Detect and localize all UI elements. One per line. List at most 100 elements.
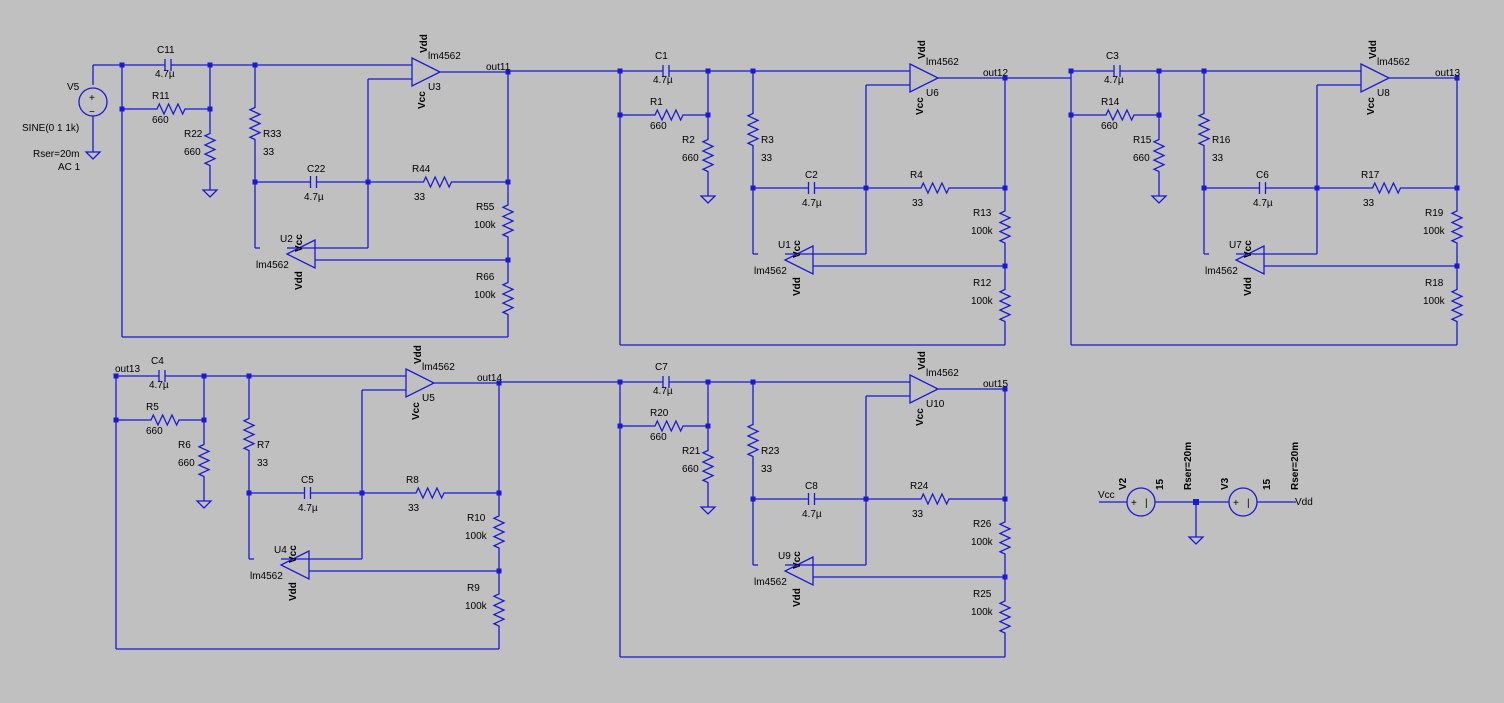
opamp-upper — [411, 56, 442, 88]
resistor-c — [242, 376, 256, 493]
svg-text:+: + — [1131, 498, 1137, 509]
ra-label: R14 — [1101, 97, 1120, 108]
junction-dot — [207, 62, 213, 68]
rf-label: R25 — [973, 589, 992, 600]
input-capacitor — [650, 376, 682, 388]
pin-vcc-label-lower: Vcc — [792, 551, 803, 569]
opamp-lower-name: U9 — [778, 551, 791, 562]
opamp-upper — [909, 373, 940, 405]
ra-label: R5 — [146, 402, 159, 413]
junction-dot — [1156, 112, 1162, 118]
junction-dot — [201, 417, 207, 423]
rf-label: R9 — [467, 583, 480, 594]
v5-name: V5 — [67, 82, 80, 93]
junction-dot — [750, 185, 756, 191]
v3-rser: Rser=20m — [1290, 442, 1301, 490]
rc-value: 33 — [761, 153, 773, 164]
cf-label: C6 — [1256, 170, 1269, 181]
opamp-upper-name: U3 — [428, 82, 441, 93]
cin-value: 4.7µ — [155, 69, 175, 80]
ground-symbol — [201, 189, 219, 198]
opamp-upper-model: lm4562 — [422, 362, 455, 373]
v5-line1: SINE(0 1 1k) — [22, 123, 79, 134]
v2-rser: Rser=20m — [1183, 442, 1194, 490]
cf-value: 4.7µ — [1253, 198, 1273, 209]
rb-value: 660 — [682, 153, 699, 164]
cf-label: C22 — [307, 164, 326, 175]
resistor-f — [998, 266, 1012, 345]
junction-dot — [359, 490, 365, 496]
opamp-lower-name: U1 — [778, 240, 791, 251]
opamp-lower-name: U7 — [1229, 240, 1242, 251]
filter-stage-1: C114.7µR11660R22660R3333C224.7µR4433R551… — [119, 34, 515, 338]
re-label: R10 — [467, 513, 486, 524]
vcc-net-label: Vcc — [1098, 490, 1115, 501]
opamp-upper-model: lm4562 — [1377, 57, 1410, 68]
junction-dot — [246, 490, 252, 496]
opamp-upper-name: U6 — [926, 88, 939, 99]
opamp-lower-model: lm4562 — [754, 577, 787, 588]
v3-name: V3 — [1220, 477, 1231, 490]
ra-value: 660 — [146, 426, 163, 437]
cin-label: C7 — [655, 362, 668, 373]
opamp-lower-name: U4 — [274, 545, 287, 556]
ra-label: R11 — [152, 91, 170, 102]
resistor-e — [492, 493, 506, 571]
ground-symbol — [699, 195, 717, 204]
junction-dot — [1068, 112, 1074, 118]
junction-dot — [1002, 496, 1008, 502]
opamp-upper-name: U8 — [1377, 88, 1390, 99]
resistor-b — [701, 115, 715, 196]
opamp-lower-name: U2 — [280, 234, 293, 245]
junction-dot — [863, 496, 869, 502]
rd-value: 33 — [1363, 198, 1375, 209]
ra-value: 660 — [1101, 121, 1118, 132]
ground-symbol — [699, 506, 717, 515]
re-value: 100k — [971, 226, 994, 237]
input-capacitor — [146, 370, 178, 382]
re-value: 100k — [465, 531, 488, 542]
opamp-lower-model: lm4562 — [256, 260, 289, 271]
junction-dot — [496, 490, 502, 496]
pin-vdd-label-lower: Vdd — [294, 271, 305, 290]
junction-dot — [119, 106, 125, 112]
pin-vcc-label: Vcc — [411, 402, 422, 420]
cf-value: 4.7µ — [298, 503, 318, 514]
v5-line3: AC 1 — [58, 162, 81, 173]
rc-label: R7 — [257, 440, 270, 451]
junction-dot — [496, 380, 502, 386]
junction-dot — [252, 179, 258, 185]
out-net-label: out15 — [983, 379, 1008, 390]
rd-value: 33 — [912, 198, 924, 209]
opamp-lower — [285, 238, 316, 270]
pin-vcc-label-lower: Vcc — [294, 234, 305, 252]
svg-text:−: − — [89, 107, 95, 118]
junction-dot — [1002, 574, 1008, 580]
junction-dot — [113, 417, 119, 423]
resistor-c — [746, 71, 760, 188]
rf-label: R66 — [476, 272, 495, 283]
rd-label: R17 — [1361, 170, 1380, 181]
opamp-lower — [1234, 244, 1265, 276]
junction-dot — [505, 179, 511, 185]
junction-dot — [1314, 185, 1320, 191]
input-capacitor — [152, 59, 184, 71]
out-net-label: out13 — [1435, 68, 1460, 79]
rc-value: 33 — [761, 464, 773, 475]
v2-name: V2 — [1118, 477, 1129, 490]
opamp-lower-model: lm4562 — [754, 266, 787, 277]
rf-label: R18 — [1425, 278, 1444, 289]
opamp-upper-name: U5 — [422, 393, 435, 404]
out-net-label: out11 — [486, 62, 511, 73]
junction-dot — [201, 373, 207, 379]
opamp-upper-name: U10 — [926, 399, 945, 410]
opamp-lower — [783, 555, 814, 587]
junction-dot — [1068, 68, 1074, 74]
junction-dot — [119, 62, 125, 68]
pin-vcc-label: Vcc — [417, 91, 428, 109]
rd-value: 33 — [912, 509, 924, 520]
rf-value: 100k — [465, 601, 488, 612]
junction-dot — [207, 106, 213, 112]
pin-vcc-label-lower: Vcc — [1243, 240, 1254, 258]
pin-vcc-label: Vcc — [915, 97, 926, 115]
